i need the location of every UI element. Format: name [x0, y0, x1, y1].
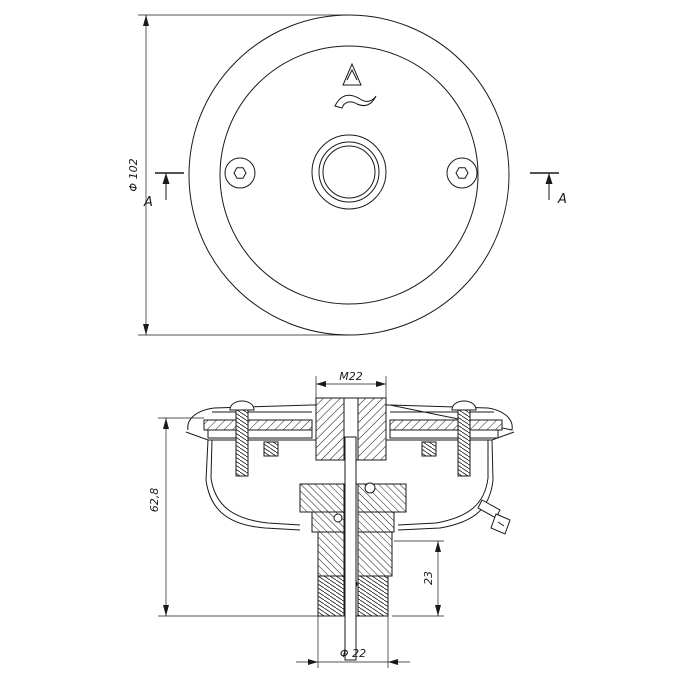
height-label: 62,8	[148, 488, 161, 513]
inner-plate	[219, 45, 479, 305]
outer-rim	[188, 14, 510, 336]
plate-hatched-right	[389, 419, 503, 431]
diameter-label: Φ 102	[127, 158, 140, 191]
diameter-dimension: Φ 102	[127, 14, 349, 336]
thread-dimension: M22	[315, 370, 387, 400]
housing-bowl	[205, 439, 494, 531]
center-port-outer	[311, 134, 387, 210]
bottom-diameter-dimension: Φ 22	[296, 616, 410, 668]
depth-label: 23	[422, 571, 435, 585]
left-hex-screw-icon	[224, 157, 256, 189]
depth-dimension: 23	[392, 540, 444, 617]
top-view: Φ 102 A A	[127, 14, 567, 336]
bottom-diameter-label: Φ 22	[340, 647, 366, 660]
section-marker-left: A	[143, 172, 184, 210]
right-hex-screw-icon	[446, 157, 478, 189]
section-label-left: A	[143, 195, 153, 210]
side-drain-valve-icon	[477, 499, 511, 535]
right-mounting-screw	[421, 400, 477, 477]
brand-logo-icon	[334, 62, 377, 109]
center-port-mid	[318, 141, 380, 203]
plate-hatched-left	[203, 419, 313, 431]
section-view: M22 62,8 23 Φ 22	[148, 370, 515, 668]
section-label-right: A	[557, 192, 567, 207]
thread-label: M22	[339, 370, 363, 383]
center-rod	[344, 436, 357, 661]
left-mounting-screw	[229, 400, 279, 477]
section-marker-right: A	[530, 172, 567, 207]
top-flange	[187, 404, 513, 431]
center-port-inner	[322, 145, 376, 199]
height-dimension: 62,8	[148, 417, 318, 617]
